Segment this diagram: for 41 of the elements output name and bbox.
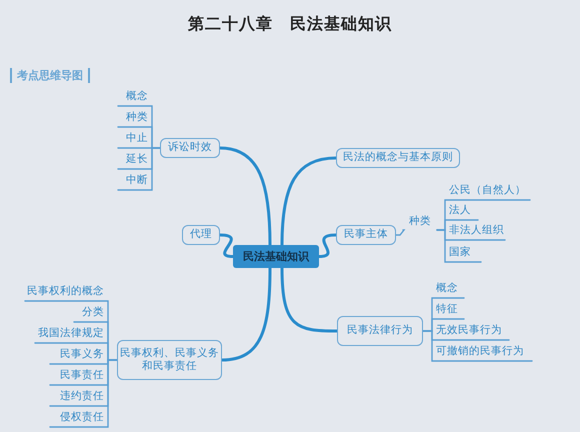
section-heading: 考点思维导图	[10, 68, 90, 83]
branch-curve	[218, 234, 234, 258]
title: 第二十八章 民法基础知识	[187, 14, 393, 35]
central-topic-box: 民法基础知识	[233, 245, 319, 268]
connector-line	[395, 229, 406, 236]
leaf-label: 中止	[118, 130, 152, 148]
topic-box: 民事权利、民事义务和民事责任	[117, 340, 222, 380]
topic-box: 诉讼时效	[160, 138, 220, 158]
leaf-label: 我国法律规定	[35, 325, 108, 343]
leaf-label: 法人	[445, 201, 478, 220]
topic-box: 代理	[182, 225, 220, 245]
topic-box: 民事主体	[336, 225, 396, 245]
branch-curve	[220, 266, 272, 362]
leaf-label: 民事义务	[50, 346, 108, 364]
branch-curve	[218, 146, 272, 246]
branch-label: 种类	[403, 214, 437, 230]
connector-line	[422, 330, 533, 362]
leaf-label: 违约责任	[50, 388, 108, 406]
leaf-label: 分类	[74, 304, 108, 322]
topic-box: 民事法律行为	[337, 316, 423, 346]
connector-line	[49, 359, 118, 428]
topic-box: 民法的概念与基本原则	[336, 148, 460, 168]
branch-curve	[280, 156, 338, 246]
branch-curve	[318, 234, 338, 258]
connector-line	[117, 147, 161, 191]
leaf-label: 延长	[118, 151, 152, 169]
leaf-label: 国家	[445, 243, 481, 262]
leaf-label: 非法人组织	[445, 221, 505, 240]
leaf-label: 种类	[118, 109, 152, 127]
leaf-label: 侵权责任	[50, 409, 108, 427]
leaf-label: 概念	[432, 280, 464, 298]
branch-curve	[280, 266, 338, 332]
leaf-label: 特征	[432, 301, 464, 319]
connector-line	[436, 229, 482, 263]
leaf-label: 中断	[118, 172, 152, 190]
leaf-label: 公民（自然人）	[445, 181, 530, 200]
leaf-label: 可撤销的民事行为	[432, 343, 532, 361]
leaf-label: 民事责任	[50, 367, 108, 385]
leaf-label: 无效民事行为	[432, 322, 509, 340]
leaf-label: 概念	[118, 88, 152, 106]
leaf-label: 民事权利的概念	[25, 283, 108, 301]
